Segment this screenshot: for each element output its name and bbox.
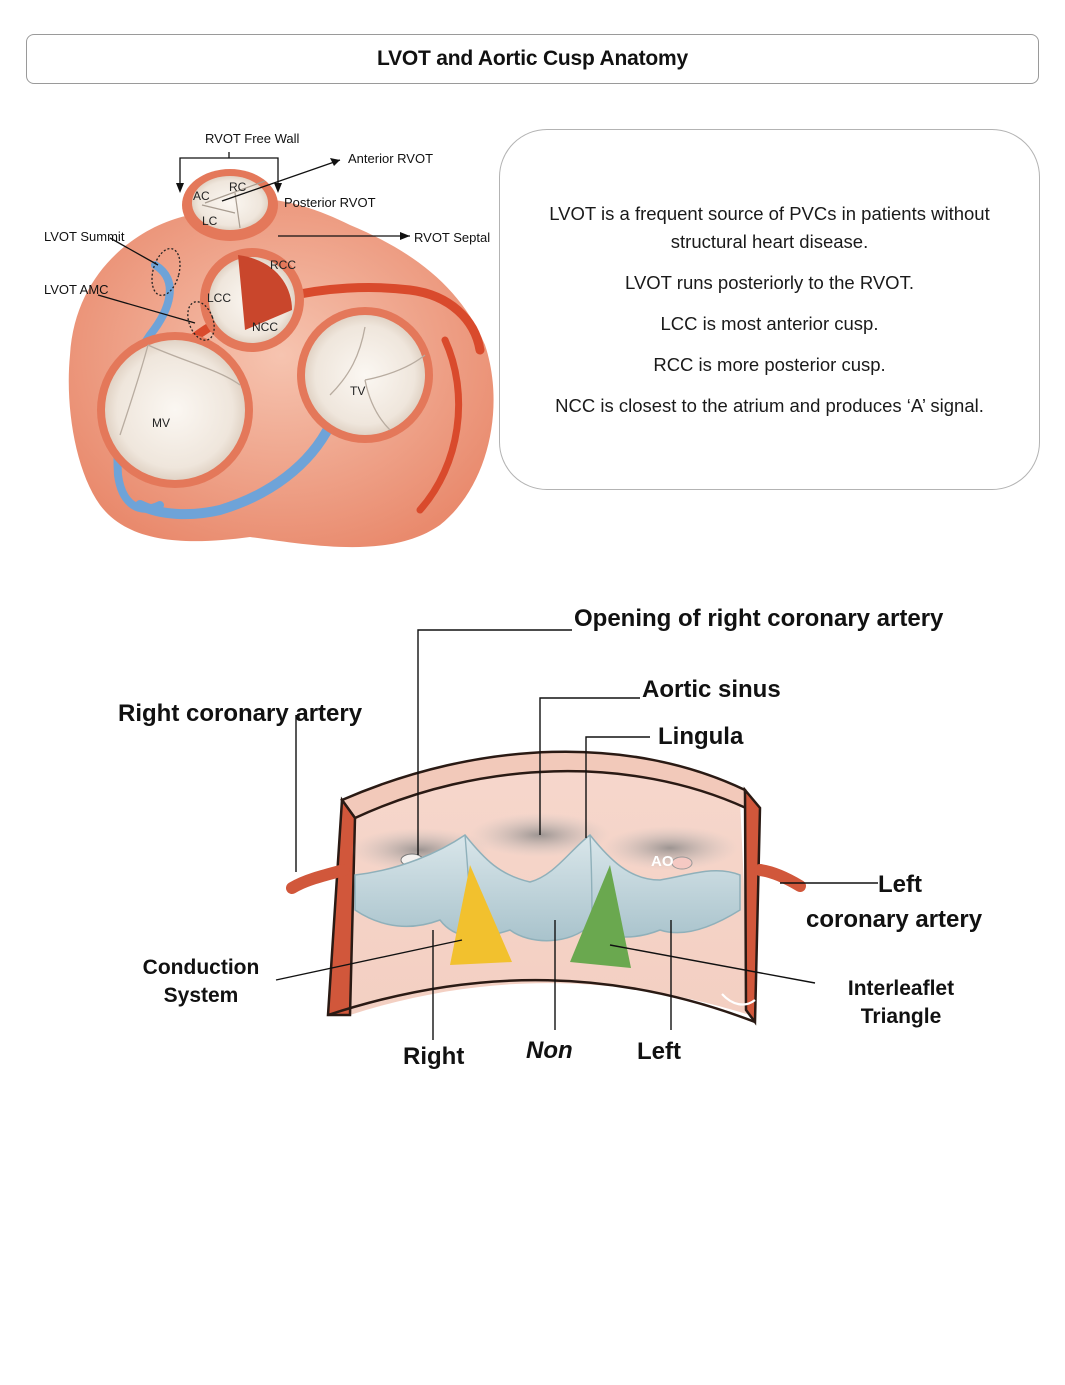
- label-ac: AC: [193, 189, 210, 203]
- note-item: LVOT runs posteriorly to the RVOT.: [625, 271, 914, 293]
- lvot-rvot-anatomy-figure: RVOT Free Wall Anterior RVOT Posterior R…: [44, 131, 494, 548]
- aortic-wall-left: [326, 796, 357, 1017]
- note-item: LVOT is a frequent source of PVCs in pat…: [549, 202, 990, 252]
- right-coronary-artery: [286, 864, 350, 894]
- label-ao: AO: [651, 853, 674, 870]
- label-left-coronary-line1: Left: [878, 871, 922, 898]
- label-posterior-rvot: Posterior RVOT: [284, 195, 376, 210]
- label-cusp-left: Left: [637, 1038, 681, 1065]
- label-interleaflet-line2: Triangle: [861, 1005, 942, 1028]
- label-aortic-sinus: Aortic sinus: [642, 676, 781, 703]
- label-mv: MV: [152, 416, 170, 430]
- aortic-wall-right: [743, 786, 762, 1026]
- red-artery-2: [416, 336, 463, 514]
- label-rvot-septal: RVOT Septal: [414, 230, 490, 245]
- page-title: LVOT and Aortic Cusp Anatomy: [377, 47, 688, 70]
- label-cusp-non: Non: [526, 1037, 573, 1064]
- title-box: LVOT and Aortic Cusp Anatomy: [26, 34, 1039, 84]
- label-anterior-rvot: Anterior RVOT: [348, 151, 433, 166]
- left-coronary-artery: [754, 864, 806, 892]
- label-lingula: Lingula: [658, 723, 744, 750]
- label-opening-rca: Opening of right coronary artery: [574, 605, 944, 632]
- interleaflet-triangle: [570, 865, 631, 968]
- label-conduction-line1: Conduction: [143, 956, 260, 979]
- label-tv: TV: [350, 384, 365, 398]
- note-item: NCC is closest to the atrium and produce…: [555, 394, 984, 416]
- label-lvot-amc: LVOT AMC: [44, 282, 109, 297]
- label-rcc: RCC: [270, 258, 296, 272]
- left-coronary-ostium: [671, 856, 693, 870]
- rcc-leaflet: [238, 255, 292, 330]
- label-lc: LC: [202, 214, 218, 228]
- aortic-cusp-figure: AO Opening of right coronary artery Aort…: [118, 605, 983, 1070]
- label-rc: RC: [229, 180, 247, 194]
- label-lvot-summit: LVOT Summit: [44, 229, 125, 244]
- label-ncc: NCC: [252, 320, 278, 334]
- note-item: LCC is most anterior cusp.: [660, 312, 879, 334]
- lvot-summit-region: [151, 247, 181, 297]
- notes-panel: LVOT is a frequent source of PVCs in pat…: [499, 129, 1040, 490]
- note-item: RCC is more posterior cusp.: [653, 353, 886, 375]
- conduction-system-triangle: [450, 865, 512, 965]
- label-right-coronary-artery: Right coronary artery: [118, 700, 363, 727]
- label-rvot-free-wall: RVOT Free Wall: [205, 131, 300, 146]
- label-cusp-right: Right: [403, 1043, 464, 1070]
- blue-vein-2: [135, 420, 335, 520]
- label-lcc: LCC: [207, 291, 231, 305]
- label-interleaflet-line1: Interleaflet: [848, 977, 954, 1000]
- lvot-amc-region: [187, 301, 215, 341]
- label-conduction-line2: System: [164, 984, 239, 1007]
- label-left-coronary-line2: coronary artery: [806, 906, 983, 933]
